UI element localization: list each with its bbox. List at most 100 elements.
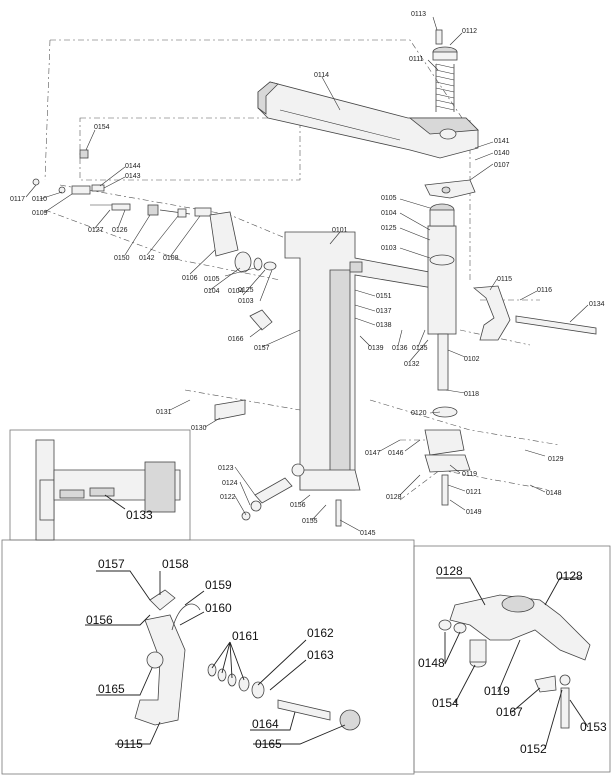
part-label: 0151: [376, 293, 392, 300]
part-label: 0143: [125, 173, 141, 180]
part-label: 0131: [156, 409, 172, 416]
clamp-0130: [214, 399, 246, 421]
part-label: 0140: [494, 150, 510, 157]
part-label: 0115: [117, 737, 143, 751]
part-label: 0122: [220, 494, 236, 501]
part-label: 0105: [204, 276, 220, 283]
part-label: 0142: [139, 255, 155, 262]
part-label: 0155: [302, 518, 318, 525]
part-label: 0114: [314, 72, 329, 79]
bottom-roller: [241, 463, 305, 521]
part-label: 0129: [548, 456, 564, 463]
inset-head-drawing: [438, 594, 591, 729]
part-label: 0162: [307, 626, 334, 640]
part-label: 0165: [98, 682, 125, 696]
part-label: 0125: [238, 287, 254, 294]
part-label: 0126: [112, 227, 128, 234]
head-assembly: [424, 406, 471, 506]
part-label: 0130: [191, 425, 207, 432]
part-label: 0118: [464, 391, 479, 398]
main-column: [284, 231, 446, 491]
part-label: 0117: [10, 196, 25, 203]
part-0154: [79, 149, 89, 159]
part-label: 0113: [411, 11, 426, 18]
part-label: 0101: [332, 227, 348, 234]
part-label: 0159: [205, 578, 232, 592]
part-label: 0165: [255, 737, 282, 751]
part-label: 0124: [222, 480, 238, 487]
part-label: 0132: [404, 361, 420, 368]
inset-133-drawing: [35, 439, 181, 541]
part-label: 0125: [381, 225, 397, 232]
bracket-hole: [441, 186, 451, 194]
part-label: 0148: [546, 490, 562, 497]
part-label: 0104: [204, 288, 220, 295]
part-label: 0135: [412, 345, 428, 352]
vertical-tube: [427, 203, 457, 391]
part-label: 0103: [381, 245, 397, 252]
part-label: 0157: [98, 557, 125, 571]
part-label: 0116: [537, 287, 552, 294]
part-label: 0145: [360, 530, 376, 537]
part-label: 0134: [589, 301, 605, 308]
part-label: 0115: [497, 276, 512, 283]
part-label: 0105: [381, 195, 397, 202]
part-label: 0158: [162, 557, 189, 571]
inset-labels: 0133 0157 0158 0159 0160 0161 0162 0163 …: [86, 508, 607, 756]
part-label: 0141: [494, 138, 510, 145]
part-label: 0150: [114, 255, 130, 262]
main-part-labels: 0113 0112 0111 0114 0154 0141 0140 0107 …: [10, 11, 605, 537]
part-label: 0110: [32, 196, 47, 203]
part-label: 0119: [462, 471, 477, 478]
part-label: 0144: [125, 163, 141, 170]
part-label: 0111: [409, 56, 424, 63]
part-label: 0154: [432, 696, 459, 710]
bolt-0145: [335, 499, 342, 527]
part-label: 0127: [88, 227, 104, 234]
part-label: 0139: [368, 345, 384, 352]
inset-bottom-left: [1, 539, 415, 775]
part-label: 0107: [494, 162, 510, 169]
part-label: 0137: [376, 308, 392, 315]
part-label: 0146: [388, 450, 404, 457]
part-label: 0156: [86, 613, 113, 627]
part-label: 0112: [462, 28, 477, 35]
part-label: 0119: [484, 684, 510, 698]
part-label: 0149: [466, 509, 482, 516]
part-label: 0104: [228, 288, 244, 295]
part-label: 0108: [163, 255, 179, 262]
part-label: 0152: [520, 742, 547, 756]
part-label: 0166: [228, 336, 244, 343]
part-label: 0163: [307, 648, 334, 662]
rod-0134: [515, 315, 597, 335]
spring-assembly: [432, 29, 458, 112]
part-label: 0103: [238, 298, 254, 305]
part-label: 0102: [464, 356, 480, 363]
part-label: 0133: [126, 508, 153, 522]
part-label: 0128: [386, 494, 402, 501]
part-label: 0157: [254, 345, 270, 352]
handle-0115: [472, 285, 511, 341]
part-label: 0128: [436, 564, 463, 578]
fitting-0166: [249, 309, 273, 331]
inset-bottom-right: [413, 545, 611, 773]
horizontal-arm: [257, 81, 479, 159]
inset-leader-lines: [85, 494, 589, 750]
part-label: 0147: [365, 450, 381, 457]
part-label: 0106: [182, 275, 198, 282]
part-label: 0109: [32, 210, 48, 217]
part-label: 0161: [232, 629, 259, 643]
part-label: 0123: [218, 465, 234, 472]
part-label: 0148: [418, 656, 445, 670]
roller-set: [234, 251, 277, 273]
part-label: 0120: [411, 410, 427, 417]
part-label: 0156: [290, 502, 306, 509]
part-label: 0160: [205, 601, 232, 615]
part-label: 0136: [392, 345, 408, 352]
part-label: 0104: [381, 210, 397, 217]
part-label: 0138: [376, 322, 392, 329]
leader-lines: [25, 16, 589, 532]
part-label: 0154: [94, 124, 110, 131]
hinge-parts: [32, 178, 212, 218]
